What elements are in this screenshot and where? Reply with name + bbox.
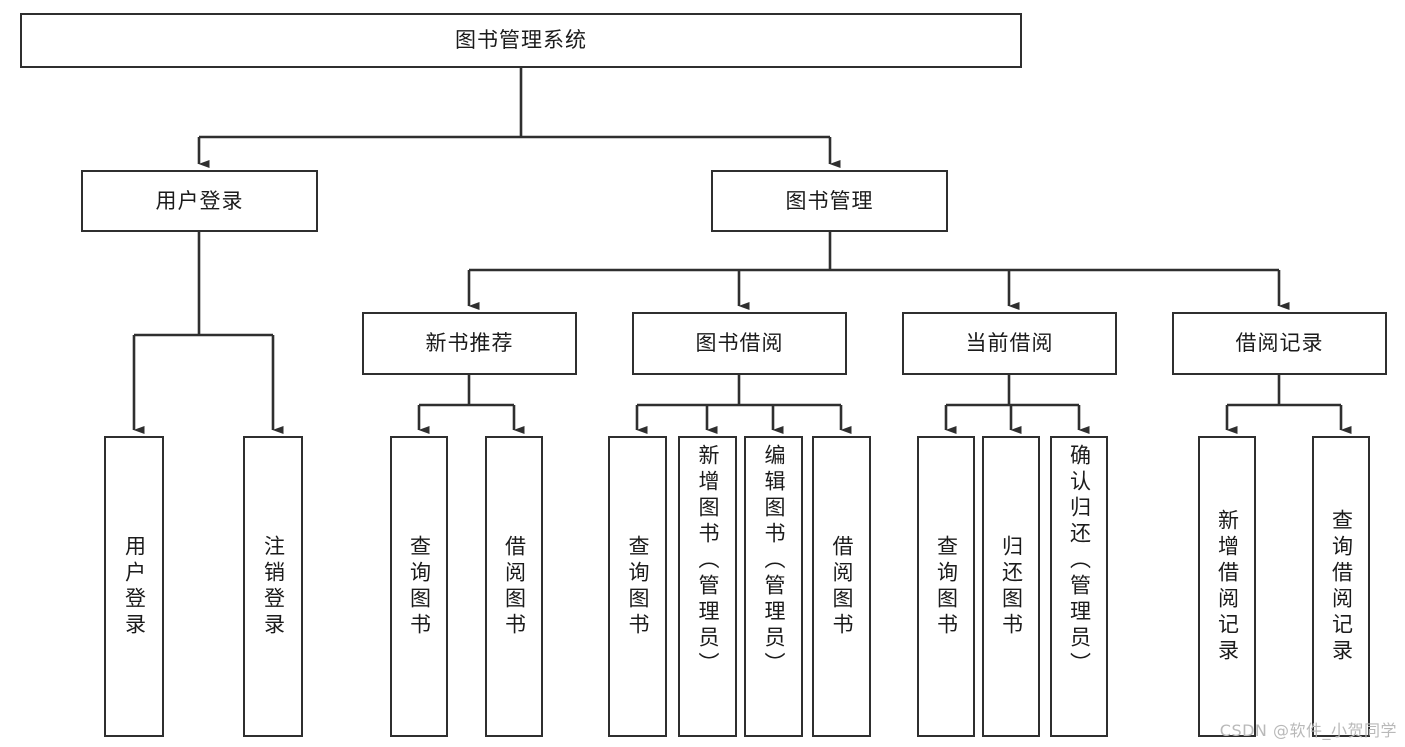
node-label: 用户登录 (122, 534, 147, 639)
node-user-login[interactable]: 用户登录 (81, 170, 318, 232)
node-leaf-return-book[interactable]: 归还图书 (982, 436, 1040, 737)
node-leaf-borrow-book[interactable]: 借阅图书 (812, 436, 871, 737)
node-label: 图书管理系统 (455, 28, 587, 53)
node-label: 新增图书（管理员） (696, 444, 720, 678)
csdn-watermark: CSDN @软件_小贺同学 (1219, 721, 1397, 740)
node-label: 借阅图书 (830, 534, 854, 639)
node-label: 图书借阅 (695, 331, 784, 356)
node-label: 借阅图书 (502, 534, 527, 639)
node-label: 查询借阅记录 (1329, 508, 1354, 665)
node-leaf-add-book-admin[interactable]: 新增图书（管理员） (678, 436, 737, 737)
node-leaf-confirm-return-admin[interactable]: 确认归还（管理员） (1050, 436, 1108, 737)
node-leaf-query-book-current[interactable]: 查询图书 (917, 436, 975, 737)
node-book-borrow[interactable]: 图书借阅 (632, 312, 847, 375)
node-label: 新增借阅记录 (1215, 508, 1240, 665)
node-leaf-logout[interactable]: 注销登录 (243, 436, 303, 737)
node-leaf-add-borrow-record[interactable]: 新增借阅记录 (1198, 436, 1256, 737)
node-label: 查询图书 (934, 534, 959, 639)
node-book-manage[interactable]: 图书管理 (711, 170, 948, 232)
node-leaf-edit-book-admin[interactable]: 编辑图书（管理员） (744, 436, 803, 737)
node-label: 用户登录 (155, 188, 244, 213)
node-label: 图书管理 (785, 188, 874, 213)
node-label: 归还图书 (999, 534, 1024, 639)
node-label: 新书推荐 (425, 331, 514, 356)
node-leaf-query-book-recommend[interactable]: 查询图书 (390, 436, 448, 737)
node-label: 借阅记录 (1235, 331, 1324, 356)
node-label: 确认归还（管理员） (1067, 444, 1092, 678)
node-leaf-borrow-book-recommend[interactable]: 借阅图书 (485, 436, 543, 737)
node-leaf-query-borrow-record[interactable]: 查询借阅记录 (1312, 436, 1370, 737)
node-label: 查询图书 (626, 534, 650, 639)
node-label: 查询图书 (407, 534, 432, 639)
node-leaf-query-book-borrow[interactable]: 查询图书 (608, 436, 667, 737)
node-leaf-user-login[interactable]: 用户登录 (104, 436, 164, 737)
node-current-borrow[interactable]: 当前借阅 (902, 312, 1117, 375)
node-system-root[interactable]: 图书管理系统 (20, 13, 1022, 68)
node-label: 当前借阅 (965, 331, 1054, 356)
node-new-book-recommend[interactable]: 新书推荐 (362, 312, 577, 375)
node-borrow-record[interactable]: 借阅记录 (1172, 312, 1387, 375)
node-label: 注销登录 (261, 534, 286, 639)
node-label: 编辑图书（管理员） (762, 444, 786, 678)
